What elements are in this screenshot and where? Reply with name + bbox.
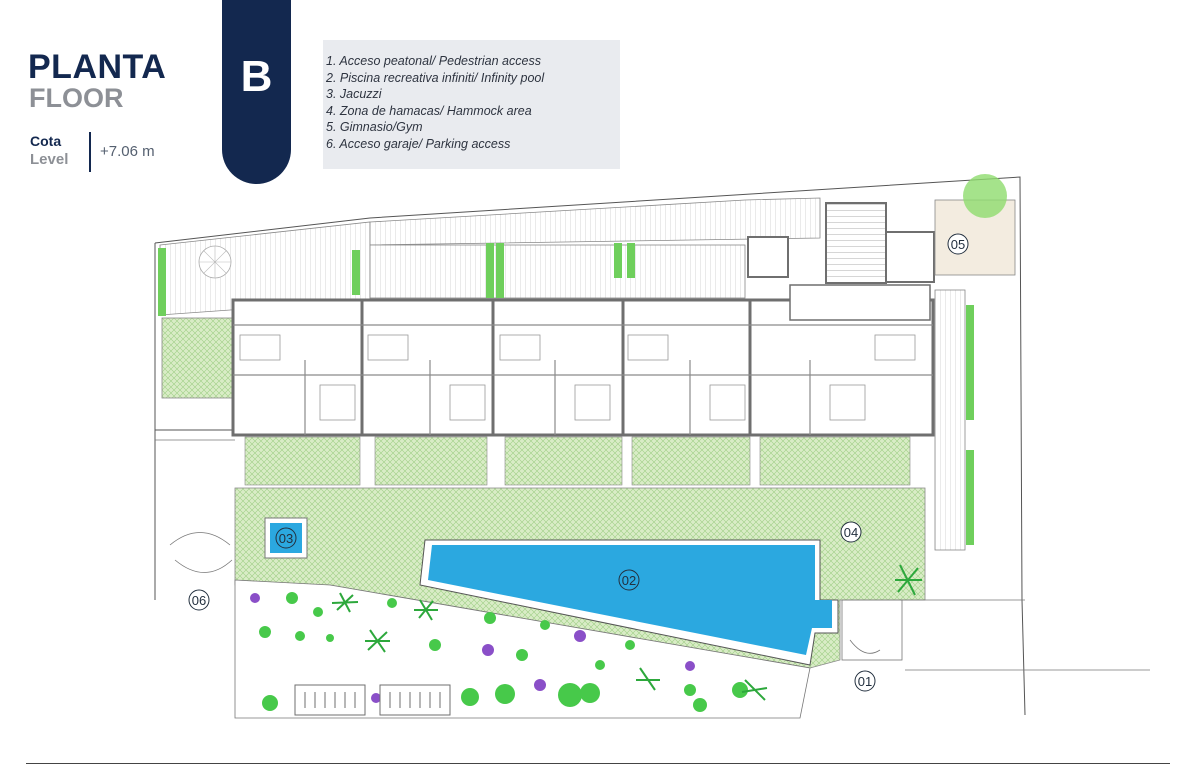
marker-03: 03	[275, 527, 297, 549]
svg-text:05: 05	[951, 237, 965, 252]
north-hedges	[352, 243, 635, 298]
legend-item-parking-access: 6. Acceso garaje/ Parking access	[326, 136, 511, 151]
gym-area	[934, 174, 1016, 276]
terraces	[244, 436, 911, 486]
garden-plants	[250, 564, 922, 712]
svg-text:02: 02	[622, 573, 636, 588]
east-hedges	[966, 305, 974, 545]
svg-text:06: 06	[192, 593, 206, 608]
site-outline	[154, 176, 1026, 716]
footer-rule	[26, 763, 1170, 764]
railings	[294, 684, 451, 716]
page-subtitle: FLOOR	[29, 83, 124, 113]
north-deck	[159, 197, 821, 316]
legend-list: 1. Acceso peatonal/ Pedestrian access 2.…	[323, 40, 620, 153]
infinity-pool	[419, 539, 839, 666]
page-title: PLANTA	[28, 48, 167, 86]
marker-06: 06	[188, 589, 210, 611]
plan-markers: 01 02 03 04 05 06	[188, 233, 969, 692]
circulation-core	[747, 202, 935, 321]
svg-text:04: 04	[844, 525, 858, 540]
legend-item-hammock-area: 4. Zona de hamacas/ Hammock area	[326, 103, 532, 118]
entrance-area	[841, 599, 1150, 671]
south-garden	[234, 579, 811, 719]
west-garden	[161, 317, 235, 399]
block-letter: B	[240, 52, 273, 101]
east-deck	[934, 289, 966, 551]
marker-04: 04	[840, 521, 862, 543]
level-value: +7.06 m	[100, 143, 155, 160]
level-label-en: Level	[30, 151, 69, 168]
legend-box: 1. Acceso peatonal/ Pedestrian access 2.…	[323, 40, 620, 169]
apartment-block	[231, 298, 935, 437]
legend-item-jacuzzi: 3. Jacuzzi	[326, 87, 382, 102]
legend-item-infinity-pool: 2. Piscina recreativa infiniti/ Infinity…	[326, 70, 545, 85]
svg-text:01: 01	[858, 674, 872, 689]
west-hedge	[158, 248, 166, 316]
legend-item-gym: 5. Gimnasio/Gym	[326, 120, 423, 135]
legend-item-pedestrian-access: 1. Acceso peatonal/ Pedestrian access	[326, 54, 541, 68]
svg-text:03: 03	[279, 531, 293, 546]
block-badge: B	[222, 0, 291, 184]
garage-ramp	[155, 439, 235, 573]
marker-01: 01	[854, 670, 876, 692]
level-divider	[89, 132, 91, 172]
level-label-es: Cota	[30, 133, 62, 149]
marker-05: 05	[947, 233, 969, 255]
marker-02: 02	[618, 569, 640, 591]
